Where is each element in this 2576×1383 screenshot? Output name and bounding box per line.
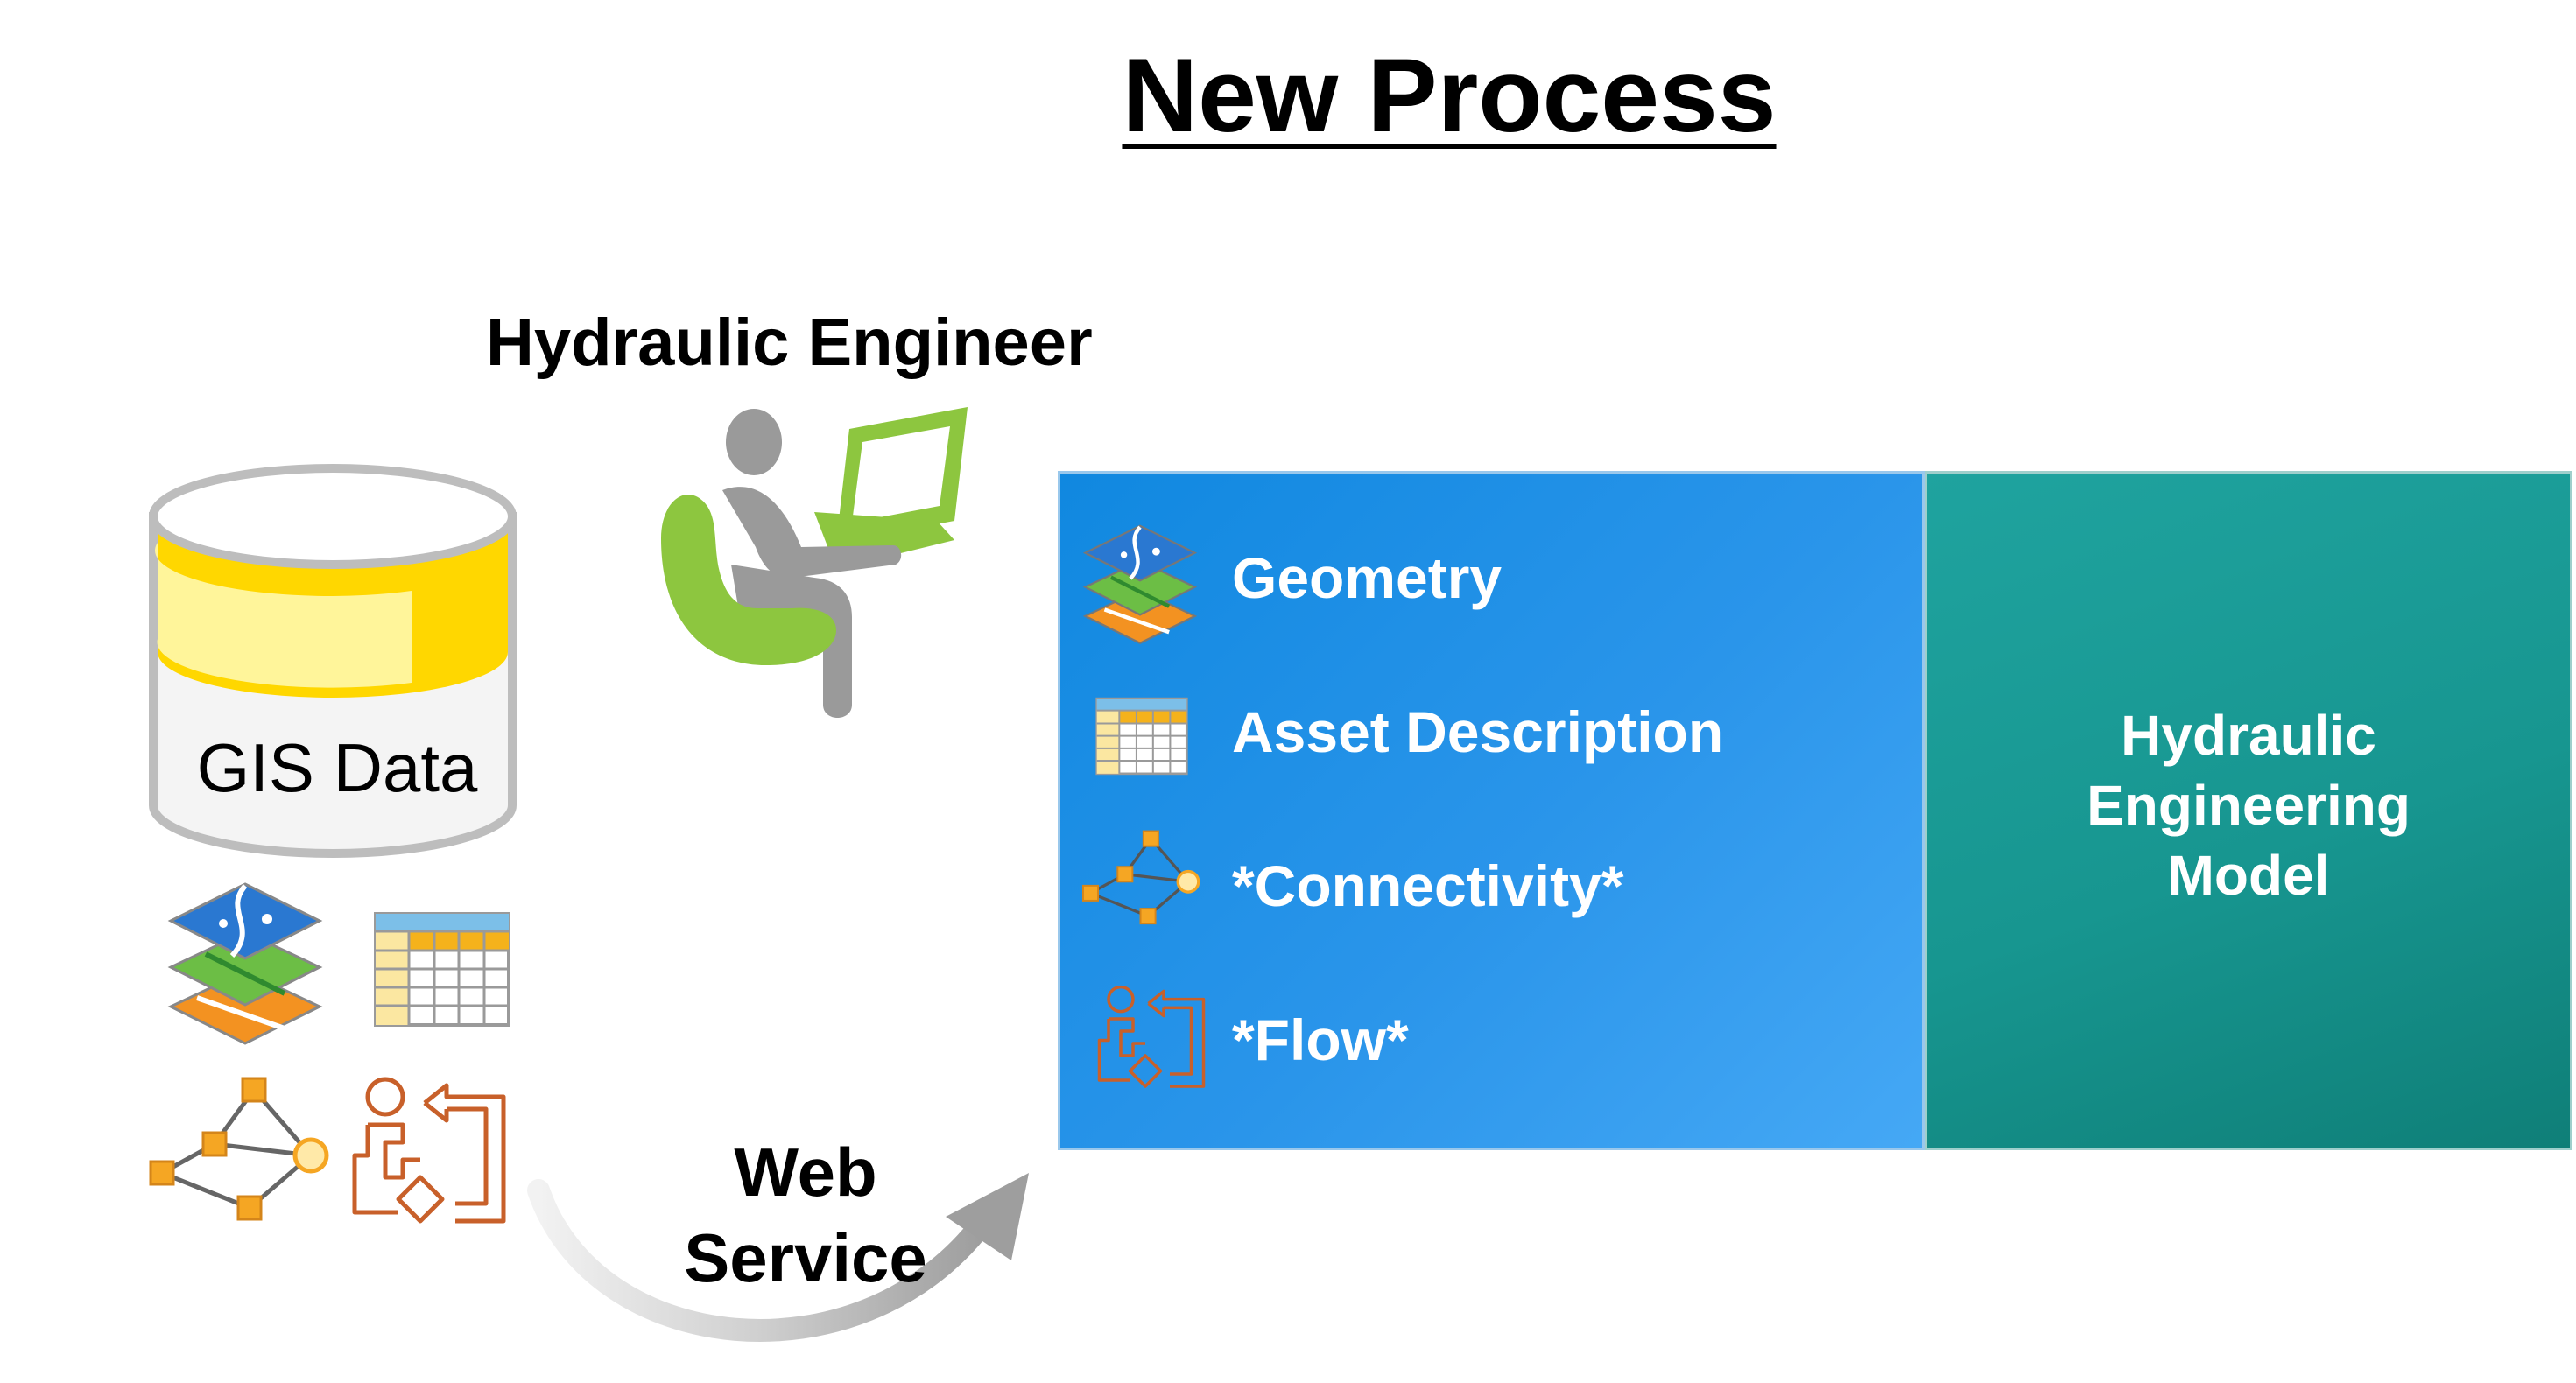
model-label-line-1: Hydraulic — [2121, 704, 2376, 767]
panel-item-connectivity: *Connectivity* — [1232, 853, 1624, 918]
database-label: GIS Data — [196, 729, 478, 806]
engineer-at-computer-icon — [661, 407, 968, 718]
model-panel — [1925, 471, 2572, 1150]
web-service-arrow — [527, 1173, 1029, 1342]
panel-item-asset-description: Asset Description — [1232, 699, 1724, 764]
table-icon — [374, 912, 510, 1027]
web-service-line-2: Service — [684, 1219, 927, 1296]
model-label-line-2: Engineering — [2087, 774, 2411, 837]
connectivity-network-icon — [1081, 830, 1200, 925]
geometry-map-layers-icon — [1082, 524, 1198, 645]
panel-flow-icon — [1097, 985, 1206, 1088]
web-service-label: Web Service — [652, 1129, 959, 1301]
page-title: New Process — [1122, 37, 1777, 154]
panel-item-geometry: Geometry — [1232, 545, 1503, 610]
flow-icon — [352, 1077, 506, 1224]
web-service-line-1: Web — [734, 1134, 877, 1211]
panel-item-flow: *Flow* — [1232, 1007, 1409, 1072]
asset-description-table-icon — [1095, 697, 1188, 776]
database-cylinder-icon — [149, 464, 517, 858]
role-label: Hydraulic Engineer — [486, 305, 1093, 380]
map-layers-icon — [167, 882, 323, 1045]
network-icon — [149, 1077, 329, 1221]
model-label: Hydraulic Engineering Model — [1925, 700, 2572, 910]
model-label-line-3: Model — [2167, 844, 2330, 907]
